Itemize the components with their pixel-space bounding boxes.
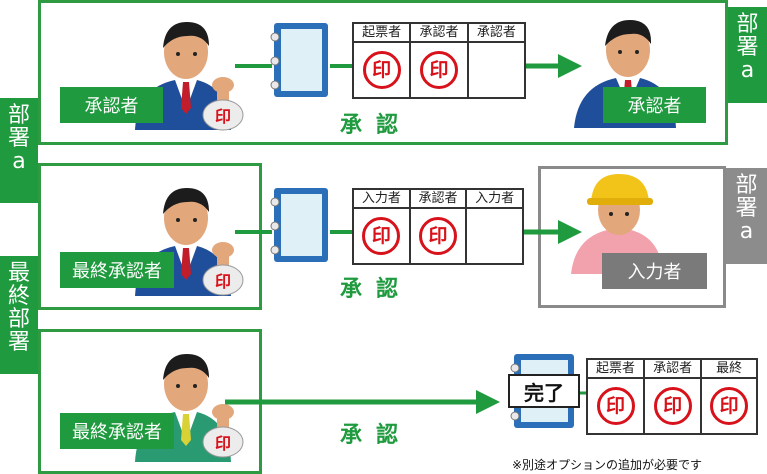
stamp-header: 承認者: [409, 22, 469, 43]
tag-char: 署: [735, 196, 758, 221]
stamp-header: 最終: [700, 358, 758, 379]
stamp-table-row1: 起票者 承認者 承認者 印 印: [351, 22, 527, 99]
tag-char: 部: [735, 173, 758, 198]
binder-icon: [270, 23, 328, 97]
receiver-role-label: 入力者: [602, 253, 707, 289]
stamp-cell: 印: [585, 377, 646, 435]
sender-role-label: 承認者: [60, 87, 163, 123]
hand-stamp-icon: 印: [202, 242, 244, 296]
approve-label: 承認: [340, 277, 413, 302]
tag-char: 署: [7, 126, 30, 151]
sender-role-label: 最終承認者: [60, 252, 174, 288]
seal-icon: 印: [710, 387, 749, 425]
tag-char: a: [739, 219, 754, 244]
seal-icon: 印: [653, 387, 692, 425]
stamp-cell: 印: [409, 41, 469, 99]
tag-char: 署: [7, 330, 30, 355]
stamp-header: 起票者: [351, 22, 412, 43]
tag-char: 終: [7, 284, 30, 309]
seal-icon: 印: [362, 217, 401, 255]
tag-char: 部: [736, 12, 759, 37]
stamp-cell: 印: [700, 377, 758, 435]
hand-stamp-text: 印: [215, 107, 231, 126]
seal-icon: 印: [362, 51, 401, 89]
binder-icon: [270, 188, 328, 262]
approve-label: 承認: [340, 423, 413, 448]
stamp-cell: 印: [643, 377, 703, 435]
seal-icon: 印: [596, 387, 635, 425]
done-label: 完了: [508, 374, 580, 408]
tag-char: 署: [736, 35, 759, 60]
stamp-header: 起票者: [585, 358, 646, 379]
stamp-table-row3: 起票者 承認者 最終 印 印 印: [585, 358, 758, 435]
approve-label: 承認: [340, 113, 413, 138]
left-final-dept-tag: 最 終 部 署: [0, 256, 38, 374]
stamp-table-row2: 入力者 承認者 入力者 印 印: [352, 188, 524, 265]
tag-char: 部: [7, 307, 30, 332]
stamp-header: 承認者: [643, 358, 703, 379]
tag-char: 部: [7, 103, 30, 128]
hand-stamp-icon: 印: [202, 404, 244, 458]
hand-stamp-icon: 印: [202, 77, 244, 131]
tag-char: 最: [7, 261, 30, 286]
stamp-cell-empty: [466, 41, 527, 99]
stamp-header: 入力者: [352, 188, 411, 209]
stamp-cell: 印: [408, 207, 468, 265]
stamp-header: 承認者: [466, 22, 527, 43]
receiver-role-label: 承認者: [603, 87, 706, 123]
footnote: ※別途オプションの追加が必要です: [512, 458, 703, 472]
arrow-head-icon: [558, 54, 582, 78]
seal-icon: 印: [418, 217, 457, 255]
stamp-header: 承認者: [408, 188, 468, 209]
right-input-dept-tag: 部 署 a: [726, 168, 767, 264]
sender-role-label: 最終承認者: [60, 413, 174, 449]
stamp-cell: 印: [352, 207, 411, 265]
stamp-cell-empty: [465, 207, 524, 265]
arrow-head-icon: [558, 220, 582, 244]
stamp-cell: 印: [351, 41, 412, 99]
hand-stamp-text: 印: [215, 434, 231, 453]
tag-char: a: [740, 58, 755, 83]
hand-stamp-text: 印: [215, 272, 231, 291]
stamp-header: 入力者: [465, 188, 524, 209]
seal-icon: 印: [419, 51, 458, 89]
left-dept-tag: 部 署 a: [0, 98, 38, 203]
right-dept-tag: 部 署 a: [728, 7, 767, 103]
arrow-head-icon: [476, 390, 500, 414]
tag-char: a: [12, 149, 26, 174]
